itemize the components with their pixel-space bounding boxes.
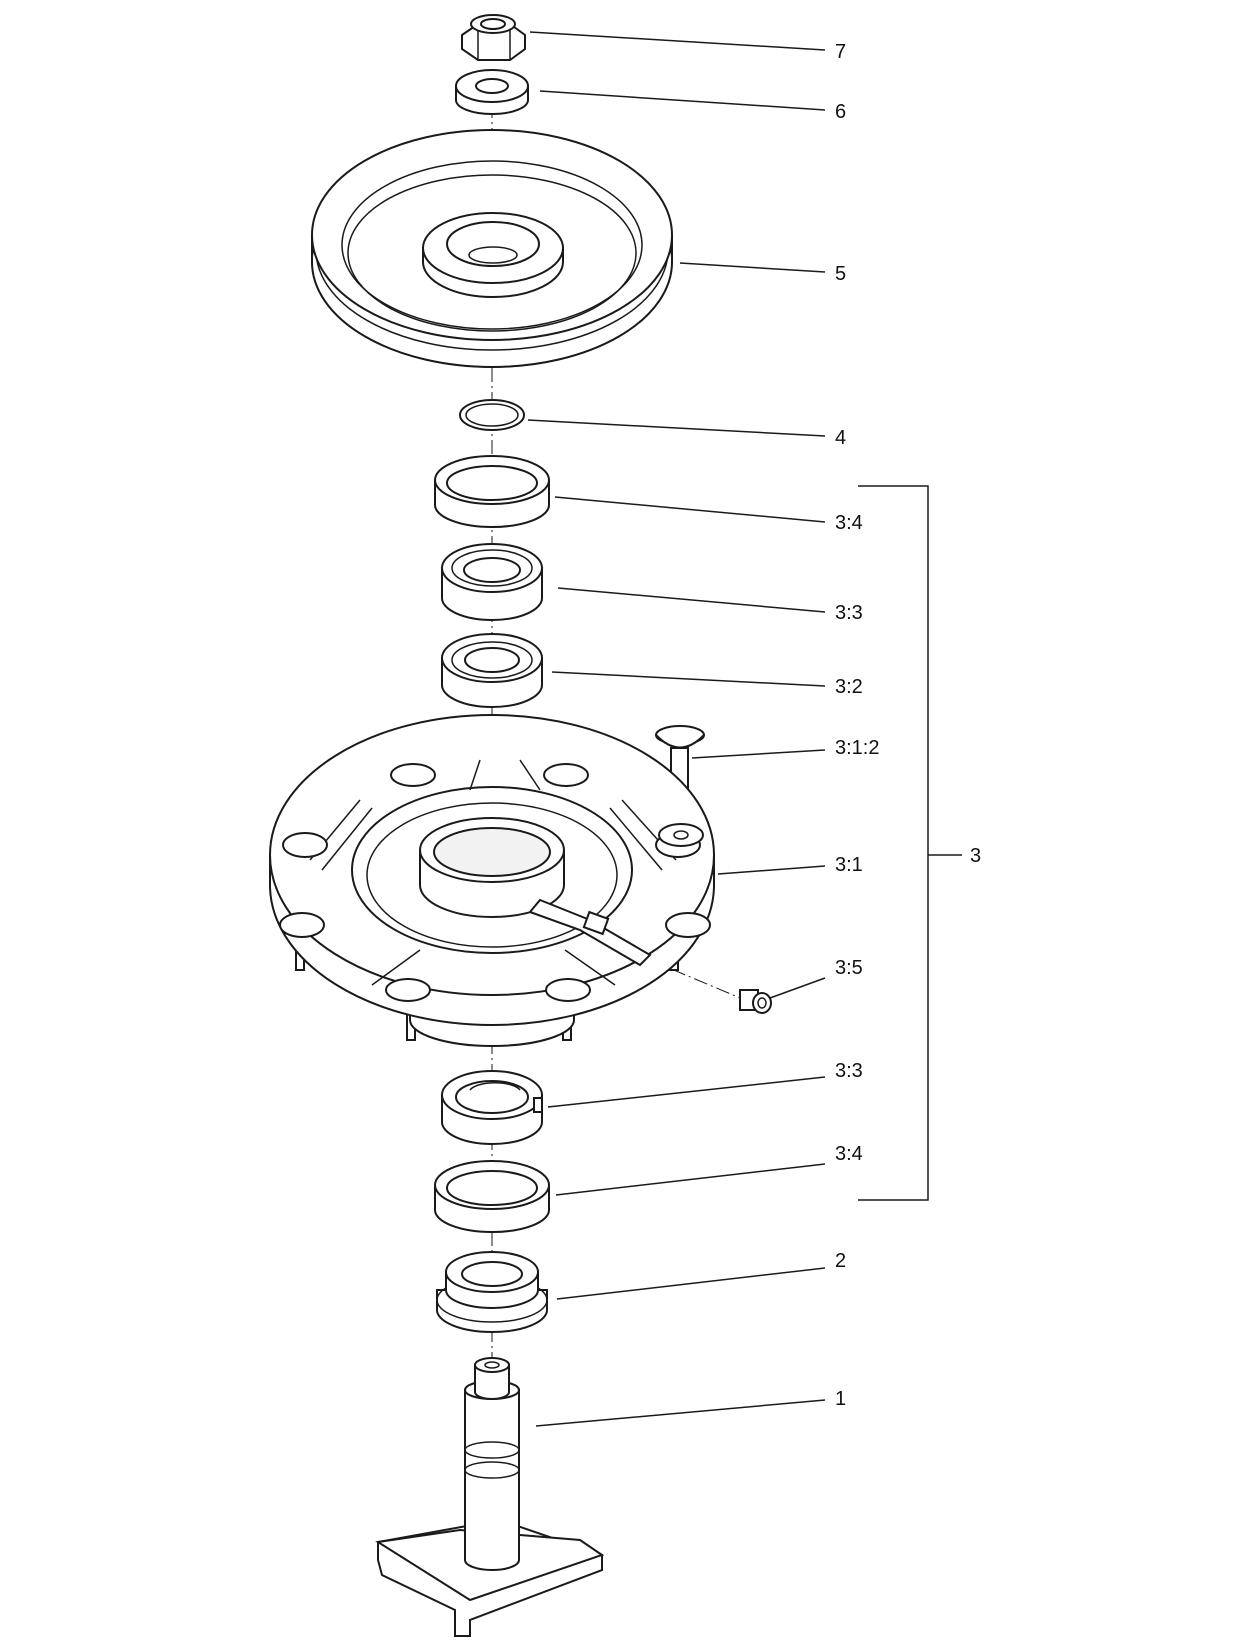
part-3-2-bearing (441, 633, 543, 708)
callout-6: 6 (835, 101, 846, 123)
callout-5: 5 (835, 263, 846, 285)
callout-3-3-top: 3:3 (835, 602, 863, 624)
part-3-4-seal-top (434, 455, 550, 528)
callout-3-4-top: 3:4 (835, 512, 863, 534)
callout-3-3-bottom: 3:3 (835, 1060, 863, 1082)
part-4-snap-ring (459, 399, 525, 431)
callout-4: 4 (835, 427, 846, 449)
part-3-3-seal-bottom (441, 1070, 543, 1145)
part-3-4-seal-bottom (434, 1160, 550, 1233)
part-2-bushing (436, 1251, 548, 1333)
callout-7: 7 (835, 41, 846, 63)
part-3-1-housing (269, 714, 715, 1047)
callout-3-1: 3:1 (835, 854, 863, 876)
part-3-5-grease-fitting (739, 989, 772, 1014)
part-7-hex-nut (461, 14, 526, 61)
callout-1: 1 (835, 1388, 846, 1410)
housing-bolt-pockets (279, 763, 711, 1002)
part-3-3-bearing-top (441, 543, 543, 621)
leader-lines (527, 31, 826, 1427)
callout-3-1-2: 3:1:2 (835, 737, 879, 759)
part-1-spindle (375, 1357, 605, 1637)
callout-3-4-bottom: 3:4 (835, 1143, 863, 1165)
callout-2: 2 (835, 1250, 846, 1272)
part-6-washer (455, 69, 529, 115)
grease-fitting-axis (649, 959, 746, 1001)
callout-3-2: 3:2 (835, 676, 863, 698)
part-5-pulley (311, 129, 673, 368)
callout-3-5: 3:5 (835, 957, 863, 979)
callout-3: 3 (970, 845, 981, 867)
group-3-bracket (858, 485, 962, 1201)
